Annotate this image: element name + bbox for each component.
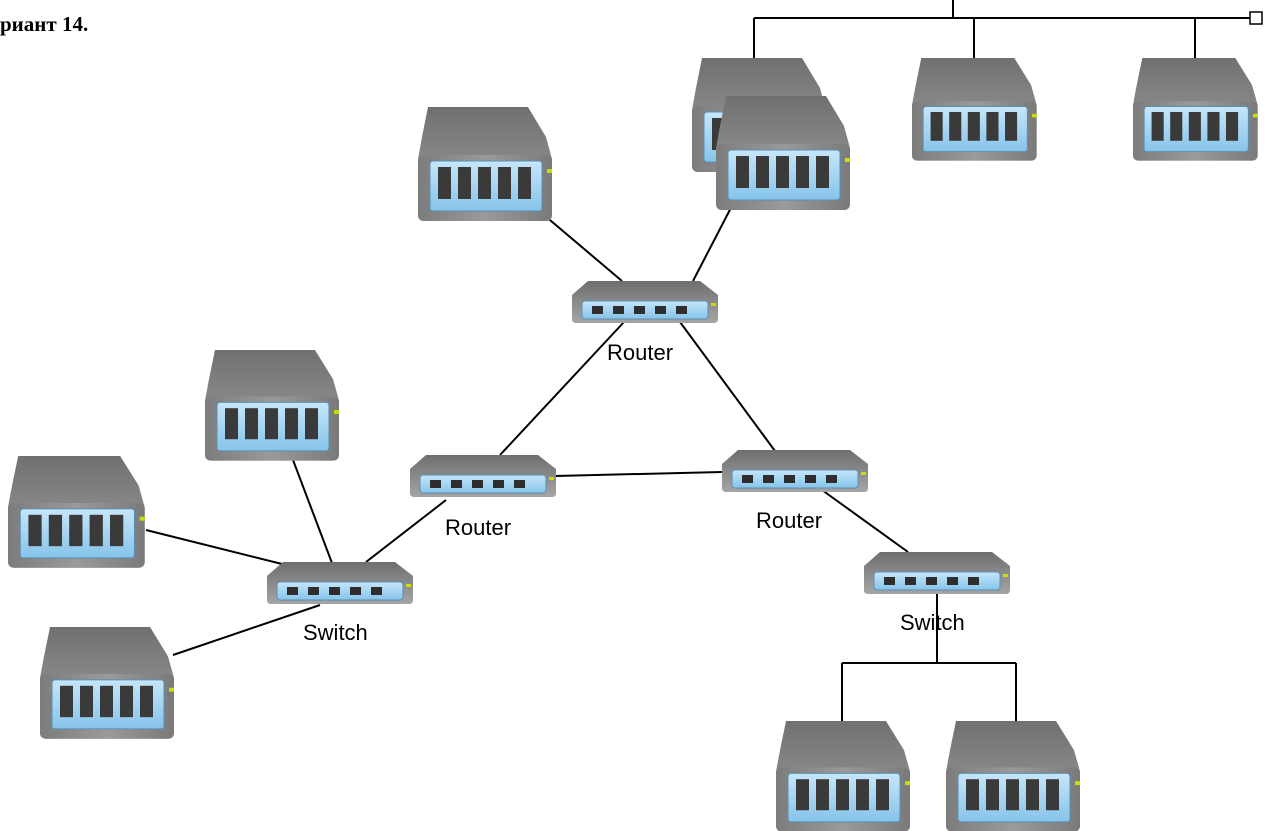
hub-device-icon [1132,57,1259,162]
link-line [554,471,723,477]
hub-device-icon [204,349,340,462]
link-line [679,321,776,452]
switch-label: Switch [900,610,965,635]
page-heading: риант 14. [0,12,89,36]
router-label: Router [445,515,511,540]
router-label: Router [756,508,822,533]
switch-device-icon [863,551,1011,595]
hub-device-icon [7,455,146,569]
link-line [821,489,909,553]
link-line [499,321,625,456]
router-device-icon [409,454,557,498]
hub-device-icon [417,106,553,222]
hub-device-icon [911,57,1038,162]
hub-device-icon [945,720,1081,831]
link-line [292,459,333,564]
link-line [365,499,447,563]
router-device-icon [721,449,869,493]
link-line [692,199,736,282]
links [145,0,1250,722]
switch-label: Switch [303,620,368,645]
router-device-icon [571,280,719,324]
link-line [145,529,291,567]
link-line [172,604,321,656]
hub-device-icon [39,626,175,740]
hub-device-icon [775,720,911,831]
switch-device-icon [266,561,414,605]
router-label: Router [607,340,673,365]
hub-device-icon [715,95,851,211]
bus-terminator-icon [1249,11,1263,25]
